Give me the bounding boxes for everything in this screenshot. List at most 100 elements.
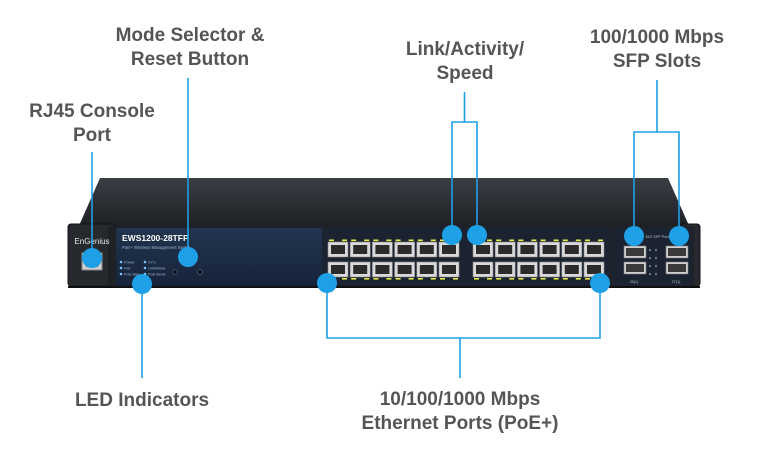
model-name: EWS1200-28TFP — [122, 233, 189, 243]
port-led — [408, 278, 414, 280]
port-led — [408, 239, 414, 242]
sfp-led — [655, 257, 657, 259]
port-led — [440, 239, 445, 242]
ethernet-port-jack — [419, 245, 434, 254]
sfp-slot-inner — [668, 264, 686, 272]
port-led — [373, 278, 379, 280]
port-led — [496, 239, 502, 242]
label-sfp-slots: 100/1000 Mbps SFP Slots — [572, 26, 742, 74]
port-led — [440, 278, 445, 280]
front-panel — [116, 228, 322, 286]
sfp-slot-inner — [626, 264, 644, 272]
led-label: SYS — [148, 261, 156, 265]
led-label: Fan — [124, 267, 131, 271]
ethernet-port-jack — [542, 265, 557, 274]
sfp-led — [655, 265, 657, 267]
sfp-port-label: 25(1) — [630, 280, 640, 284]
mode-button — [172, 269, 178, 275]
port-led — [364, 278, 370, 280]
ethernet-port-jack — [442, 265, 456, 274]
port-led — [518, 239, 524, 242]
ethernet-port-jack — [498, 245, 513, 254]
label-mode-selector: Mode Selector & Reset Button — [100, 24, 280, 72]
sfp-led — [655, 273, 657, 275]
dot-link-activity-right — [467, 225, 487, 245]
sfp-led — [649, 257, 651, 259]
dot-sfp-left — [624, 226, 644, 246]
ethernet-port-jack — [419, 265, 434, 274]
dot-led-indicators — [132, 274, 152, 294]
port-led — [598, 239, 603, 242]
line-ethernet-ports — [326, 284, 601, 339]
sfp-header: 1000 / 10G SFP Ports — [633, 235, 670, 239]
port-led — [430, 239, 436, 242]
ethernet-port-jack — [375, 265, 390, 274]
led-dot — [143, 260, 147, 264]
ethernet-port-jack — [353, 265, 368, 274]
label-line: Port — [73, 125, 111, 146]
port-led — [540, 239, 546, 242]
led-label: PoE Mode — [148, 273, 166, 277]
sfp-slot-inner — [626, 248, 644, 256]
dot-console-port — [82, 248, 102, 268]
ethernet-port-jack — [564, 245, 579, 254]
label-line: 100/1000 Mbps — [589, 27, 725, 48]
led-dot — [143, 266, 147, 270]
port-led — [453, 278, 458, 280]
callout-lines — [91, 78, 680, 378]
chassis-top — [78, 178, 690, 228]
port-led — [417, 278, 423, 280]
label-link-activity: Link/Activity/ Speed — [385, 38, 545, 86]
port-led — [487, 239, 492, 242]
ethernet-port-jack — [331, 265, 345, 274]
dot-ethernet-right — [590, 273, 610, 293]
ethernet-port-jack — [397, 245, 412, 254]
port-led — [553, 278, 559, 280]
led-label: Link/Mode — [148, 267, 166, 271]
dot-ethernet-left — [317, 273, 337, 293]
port-led — [575, 239, 581, 242]
port-led — [562, 239, 568, 242]
ethernet-port-jack — [442, 245, 456, 254]
port-led — [386, 278, 392, 280]
port-led — [474, 278, 479, 280]
label-line: LED Indicators — [74, 390, 210, 411]
label-line: SFP Slots — [612, 51, 702, 72]
port-led — [575, 278, 581, 280]
label-line: 10/100/1000 Mbps — [379, 389, 541, 410]
port-led — [329, 239, 334, 242]
callout-dots — [82, 225, 689, 294]
model-subtitle: PoE+ Wireless Management Switch — [122, 245, 191, 250]
ethernet-port-jack — [520, 265, 535, 274]
sfp-port-label: 27(1) — [672, 280, 682, 284]
label-line: RJ45 Console — [29, 101, 155, 122]
sfp-led — [655, 249, 657, 251]
reset-button — [197, 269, 203, 275]
ethernet-port-jack — [520, 245, 535, 254]
led-label: Power — [124, 261, 135, 265]
ethernet-port-jack — [498, 265, 513, 274]
port-led — [395, 239, 401, 242]
port-led — [562, 278, 568, 280]
ethernet-port-grid — [327, 239, 605, 280]
label-console-port: RJ45 Console Port — [12, 100, 172, 148]
label-line: Ethernet Ports (PoE+) — [361, 413, 559, 434]
led-dot — [119, 260, 123, 264]
port-led — [395, 278, 401, 280]
sfp-led — [649, 273, 651, 275]
port-led — [518, 278, 524, 280]
label-line: Reset Button — [130, 49, 250, 70]
led-dot — [119, 266, 123, 270]
dot-mode-selector — [178, 247, 198, 267]
ethernet-port-jack — [542, 245, 557, 254]
port-led — [509, 278, 515, 280]
ethernet-port-jack — [397, 265, 412, 274]
ethernet-port-jack — [564, 265, 579, 274]
port-led — [417, 239, 423, 242]
port-led — [585, 239, 590, 242]
port-led — [386, 239, 392, 242]
port-led — [342, 278, 347, 280]
ethernet-port-jack — [331, 245, 345, 254]
label-line: Mode Selector & — [115, 25, 265, 46]
